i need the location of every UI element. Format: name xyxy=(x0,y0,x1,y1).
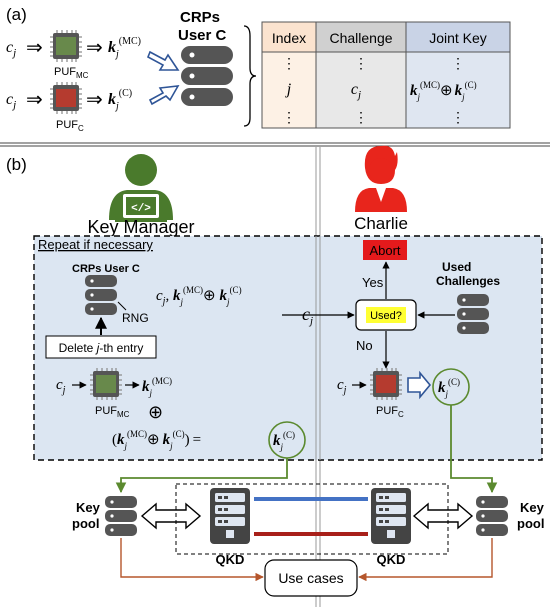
key-c: kj(C) xyxy=(438,377,460,399)
qkd-right-label: QKD xyxy=(377,552,406,567)
chip-die-red xyxy=(56,89,76,107)
double-arrow-icon xyxy=(140,502,202,530)
used-highlight xyxy=(366,307,406,323)
crps-title: CRPs xyxy=(180,9,220,26)
abort-box xyxy=(363,240,407,260)
database-icon xyxy=(85,275,117,315)
challenge-cj: cj xyxy=(302,304,313,327)
jointkey-header-cell xyxy=(405,21,511,53)
challenge-cj: cj xyxy=(337,377,347,396)
challenge-row-c: cj ⇒ PUFC ⇒ kj(C) xyxy=(6,81,132,133)
qkd-region xyxy=(175,483,449,555)
index-header-cell xyxy=(261,21,317,53)
double-arrow-icon: ⇒ xyxy=(86,37,103,59)
vdots: ⋮ xyxy=(354,109,368,125)
used-challenges-label: Used xyxy=(442,260,471,274)
chip-die-green xyxy=(96,375,116,393)
key-mc: kj(MC) xyxy=(108,36,141,60)
used-label: Used? xyxy=(370,310,402,322)
delete-entry-box xyxy=(45,335,157,359)
key-c-derived: kj(C) xyxy=(273,430,295,452)
joint-key-equation: (kj(MC)⊕kj(C))= xyxy=(112,429,201,451)
orange-arrow xyxy=(120,538,264,582)
index-j: j xyxy=(285,81,292,98)
charlie-icon xyxy=(355,145,407,212)
hollow-arrow-icon xyxy=(146,50,180,106)
crps-user-title: User C xyxy=(178,27,227,44)
database-icon xyxy=(181,46,233,106)
puf-mc-label: PUFMC xyxy=(95,405,130,419)
table-header-challenge: Challenge xyxy=(329,30,392,46)
panel-a-label: (a) xyxy=(6,5,27,24)
key-c: kj(C) xyxy=(108,88,132,112)
crps-user-c-label: CRPs User C xyxy=(72,263,140,275)
database-icon xyxy=(105,496,137,536)
key-manager-icon: </> xyxy=(109,154,173,222)
green-connector xyxy=(450,405,498,494)
key-pool-right-label-2: pool xyxy=(517,516,544,531)
rng-label: RNG xyxy=(122,311,149,325)
hollow-arrow-icon xyxy=(407,370,432,400)
key-pool-right-label: Key xyxy=(520,500,545,515)
challenge-header-cell xyxy=(315,21,407,53)
no-label: No xyxy=(356,338,373,353)
double-arrow-icon: ⇒ xyxy=(26,89,43,111)
puf-c-label: PUFC xyxy=(56,119,84,133)
challenge-cj: cj xyxy=(351,81,361,101)
key-manager-label: Key Manager xyxy=(87,217,194,237)
vdots: ⋮ xyxy=(282,109,296,125)
used-challenges-label-2: Challenges xyxy=(436,274,500,288)
double-arrow-icon: ⇒ xyxy=(26,37,43,59)
use-cases-box xyxy=(264,559,358,597)
qkd-server-icon xyxy=(210,488,250,544)
challenge-cj: cj xyxy=(56,377,66,396)
key-pool-left-label-2: pool xyxy=(72,516,99,531)
cj-and-joint-key: cj, kj(MC)⊕kj(C) xyxy=(156,285,242,307)
green-connector xyxy=(115,458,288,494)
challenge-cj: cj xyxy=(6,91,16,111)
panel-b-label: (b) xyxy=(6,155,27,174)
crp-table: Index Challenge Joint Key ⋮ j ⋮ ⋮ cj ⋮ ⋮… xyxy=(261,21,511,129)
vdots: ⋮ xyxy=(282,55,296,71)
use-cases-label: Use cases xyxy=(278,570,343,586)
challenge-cj: cj xyxy=(6,39,16,59)
vdots: ⋮ xyxy=(451,55,465,71)
table-header-index: Index xyxy=(272,30,306,46)
puf-c-label: PUFC xyxy=(376,405,404,419)
vdots: ⋮ xyxy=(354,55,368,71)
chip-die-green xyxy=(56,37,76,55)
delete-entry-label: Delete j-th entry xyxy=(59,341,144,355)
qkd-server-icon xyxy=(371,488,411,544)
database-icon xyxy=(476,496,508,536)
double-arrow-icon: ⇒ xyxy=(86,89,103,111)
xor-symbol: ⊕ xyxy=(148,402,163,422)
table-header-jointkey: Joint Key xyxy=(429,30,487,46)
key-mc: kj(MC) xyxy=(142,376,172,398)
jointkey-body-cell xyxy=(405,51,511,129)
connector xyxy=(117,301,127,311)
charlie-label: Charlie xyxy=(354,214,408,233)
index-body-cell xyxy=(261,51,317,129)
brace xyxy=(243,25,257,127)
svg-text:</>: </> xyxy=(131,203,151,215)
vdots: ⋮ xyxy=(451,109,465,125)
challenge-row-mc: cj ⇒ PUFMC ⇒ kj(MC) xyxy=(6,29,141,80)
database-icon xyxy=(457,294,489,334)
key-pool-left-label: Key xyxy=(76,500,101,515)
qkd-left-label: QKD xyxy=(216,552,245,567)
puf-mc-label: PUFMC xyxy=(54,66,89,80)
double-arrow-icon xyxy=(412,502,474,530)
challenge-body-cell xyxy=(315,51,407,129)
repeat-label: Repeat if necessary xyxy=(38,237,153,252)
orange-arrow xyxy=(358,538,493,582)
chip-die-red xyxy=(376,375,396,393)
joint-key-expression: kj(MC)⊕kj(C) xyxy=(410,80,477,102)
yes-label: Yes xyxy=(362,275,384,290)
abort-label: Abort xyxy=(369,243,400,258)
